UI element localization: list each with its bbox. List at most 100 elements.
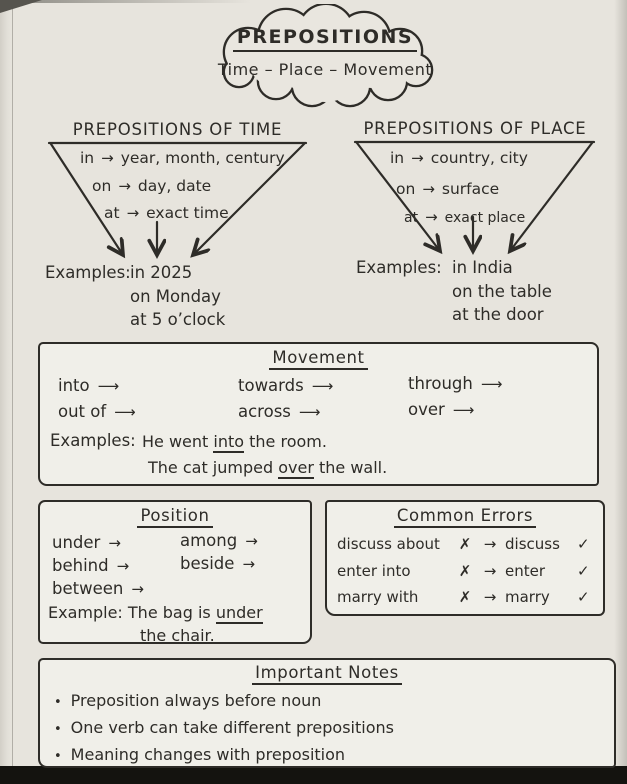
arrow-icon: → [126,204,140,222]
cross-icon: ✗ [458,562,472,580]
position-example-label: Example: [48,603,123,622]
cross-icon: ✗ [458,535,472,553]
movement-item: out of ⟶ [58,402,136,421]
movement-word: towards [238,376,304,395]
rule-prep: at [404,210,419,226]
bullet-icon: • [54,695,62,710]
rule-use: surface [441,180,500,198]
position-example-sentence: Example: The bag is under [48,603,263,624]
errors-heading: Common Errors [393,506,537,528]
movement-example-sentence: He went into the room. [142,432,327,453]
position-word: under [52,533,101,552]
check-icon: ✓ [577,535,590,553]
arrow-icon: → [411,149,424,167]
movement-col: through ⟶ over ⟶ [408,374,502,426]
place-rule: on → surface [396,180,499,198]
movement-box: Movement into ⟶ out of ⟶ towards ⟶ acros… [38,342,599,486]
important-notes-box: Important Notes • Preposition always bef… [38,658,616,768]
rule-prep: on [396,180,416,198]
arrow-icon: → [483,562,497,580]
long-arrow-icon: ⟶ [97,377,119,395]
page-left-edge [0,0,13,784]
page-subtitle: Time – Place – Movement [217,60,433,79]
long-arrow-icon: ⟶ [311,377,333,395]
place-funnel-shape [353,140,596,261]
movement-item: over ⟶ [408,400,501,419]
position-heading: Position [137,506,213,528]
bullet-icon: • [54,749,62,764]
check-icon: ✓ [577,562,590,580]
place-examples-label: Examples: [356,258,442,277]
movement-heading: Movement [269,348,368,370]
error-row: enter into ✗ → enter ✓ [337,562,597,580]
position-item: beside → [180,554,257,573]
sentence-post: the room. [244,432,327,451]
position-box: Position under → behind → between → amon… [38,500,312,645]
note-item: • Meaning changes with preposition [54,745,394,764]
page-top-shadow [0,0,627,3]
time-rule: at → exact time [104,204,229,222]
page-right-shadow [612,0,627,784]
place-example: in India [452,258,513,277]
note-text: Preposition always before noun [70,691,322,710]
sentence-highlight: over [278,458,314,479]
rule-prep: on [92,177,112,195]
cross-icon: ✗ [458,588,472,606]
common-errors-box: Common Errors discuss about ✗ → discuss … [325,500,605,616]
note-text: Meaning changes with preposition [70,745,346,764]
time-example: at 5 o’clock [130,310,226,329]
rule-prep: in [390,149,405,167]
long-arrow-icon: ⟶ [480,375,502,393]
page-title: PREPOSITIONS [232,26,418,52]
photo-bottom-strip [0,766,627,784]
movement-examples-label: Examples: [50,431,136,450]
long-arrow-icon: ⟶ [298,403,320,421]
sentence-pre: The cat jumped [148,458,279,477]
arrow-icon: → [245,532,258,550]
time-funnel-shape [47,141,308,264]
bullet-icon: • [54,722,62,737]
movement-col: into ⟶ out of ⟶ [58,376,136,428]
arrow-icon: → [483,535,497,553]
time-example: on Monday [130,287,221,306]
error-row: marry with ✗ → marry ✓ [337,588,597,606]
place-example: at the door [452,305,544,324]
arrow-icon: → [118,177,131,195]
sentence-pre: The bag is [127,603,216,622]
long-arrow-icon: ⟶ [452,401,474,419]
position-word: among [180,531,238,550]
arrow-icon: → [422,180,435,198]
long-arrow-icon: ⟶ [114,403,135,421]
sentence-highlight: into [213,432,245,453]
position-word: behind [52,556,109,575]
place-rule: at → exact place [404,208,525,226]
arrow-icon: → [483,588,497,606]
sentence-pre: He went [142,432,214,451]
check-icon: ✓ [577,588,590,606]
rule-use: country, city [430,149,528,167]
position-item: between → [52,579,144,598]
arrow-icon: → [242,555,255,573]
position-item: under → [52,533,143,552]
error-correct: discuss [505,535,560,553]
time-rule: in → year, month, century [80,149,285,167]
arrow-icon: → [116,557,130,575]
movement-word: out of [58,402,107,421]
rule-prep: at [104,204,120,222]
error-wrong: marry with [337,588,419,606]
error-wrong: enter into [337,562,411,580]
error-correct: marry [505,588,550,606]
movement-word: through [408,374,473,393]
movement-word: across [238,402,291,421]
movement-heading-wrap: Movement [40,348,597,370]
place-rule: in → country, city [390,149,528,167]
position-word: beside [180,554,235,573]
movement-col: towards ⟶ across ⟶ [238,376,333,428]
position-example-line2: the chair. [140,626,215,645]
movement-word: into [58,376,90,395]
errors-heading-wrap: Common Errors [327,506,603,528]
place-example: on the table [452,282,552,301]
arrow-icon: → [101,149,114,167]
time-heading: PREPOSITIONS OF TIME [72,120,283,139]
